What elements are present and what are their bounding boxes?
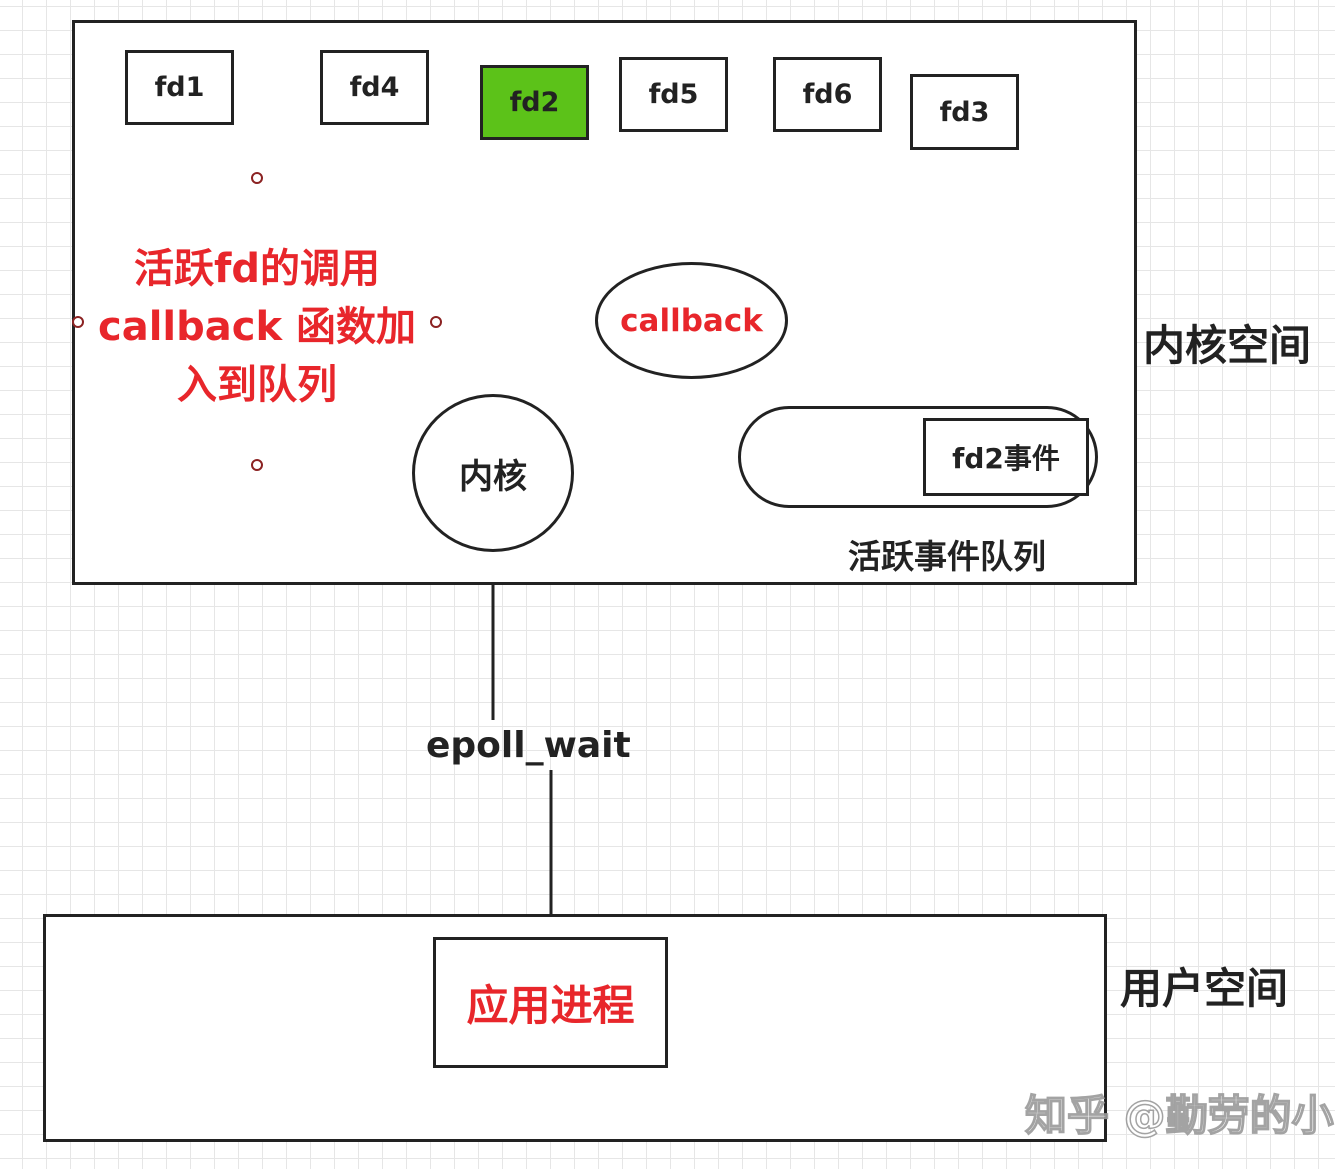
callback-ellipse: callback	[595, 262, 788, 379]
handle-dot-top	[251, 172, 263, 184]
fd-box-fd1: fd1	[125, 50, 234, 125]
handle-dot-bottom	[251, 459, 263, 471]
fd-box-fd2-active: fd2	[480, 65, 589, 140]
app-process-box: 应用进程	[433, 937, 668, 1068]
fd-box-fd4: fd4	[320, 50, 429, 125]
callback-label: callback	[620, 302, 763, 339]
callback-note: 活跃fd的调用 callback 函数加 入到队列	[82, 240, 432, 414]
kernel-label: 内核	[459, 456, 527, 497]
fd-box-fd3: fd3	[910, 74, 1019, 150]
kernel-circle: 内核	[412, 394, 574, 552]
kernel-space-label: 内核空间	[1143, 321, 1312, 370]
handle-dot-left	[72, 316, 84, 328]
note-line-2: callback 函数加	[98, 304, 416, 350]
epoll-wait-label: epoll_wait	[426, 725, 631, 766]
app-process-label: 应用进程	[466, 981, 635, 1030]
handle-dot-right	[430, 316, 442, 328]
epoll-wait-arrow	[487, 558, 553, 937]
fd-box-fd6: fd6	[773, 57, 882, 132]
note-line-3: 入到队列	[177, 362, 337, 408]
queue-item-fd2-event: fd2事件	[923, 418, 1089, 496]
queue-caption: 活跃事件队列	[848, 537, 1046, 576]
note-line-1: 活跃fd的调用	[133, 246, 381, 292]
fd-box-fd5: fd5	[619, 57, 728, 132]
watermark: 知乎 @勤劳的小	[1024, 1090, 1334, 1141]
user-space-label: 用户空间	[1120, 964, 1289, 1013]
